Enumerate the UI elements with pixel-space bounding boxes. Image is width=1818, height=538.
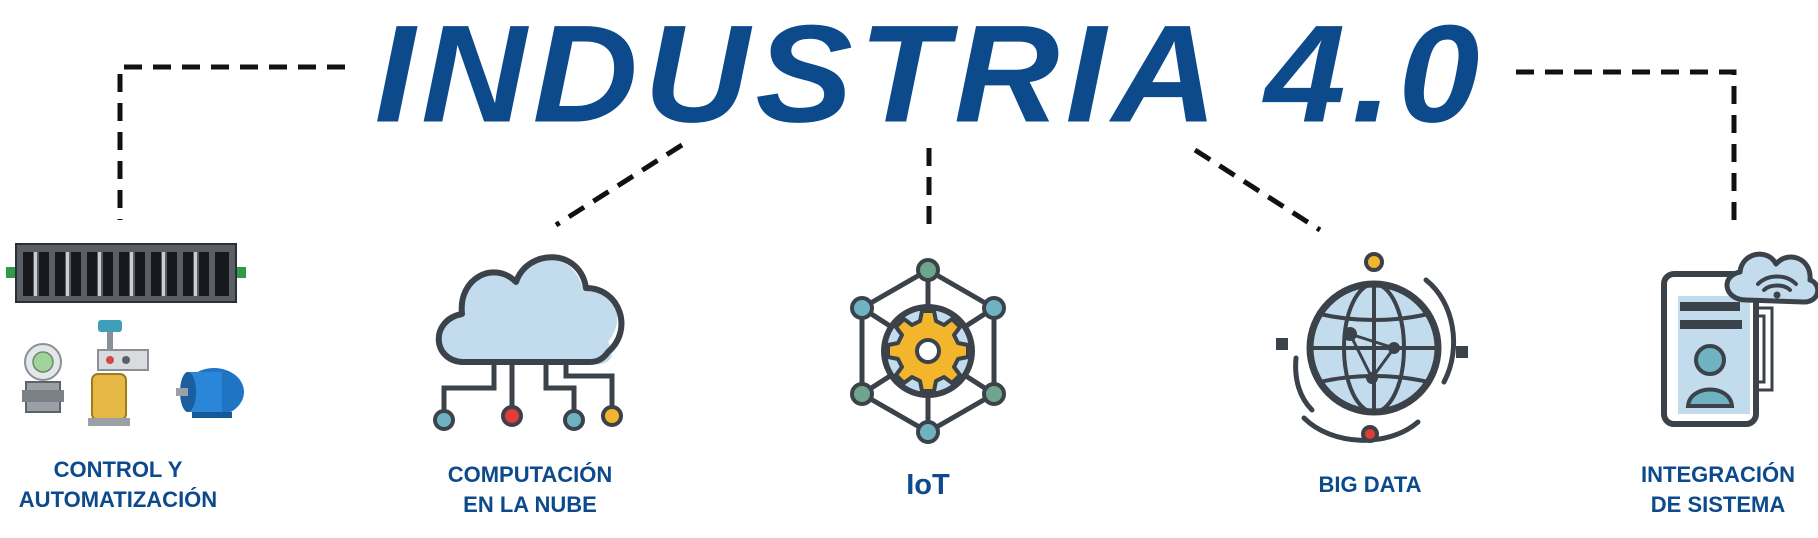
connector-bigdata — [1193, 147, 1322, 233]
connector-cloud — [554, 142, 684, 228]
pillar-label-control: CONTROL Y AUTOMATIZACIÓN — [0, 455, 236, 515]
label-line: INTEGRACIÓN — [1641, 462, 1795, 487]
label-line: DE SISTEMA — [1650, 492, 1786, 517]
cloud-computing-icon — [433, 254, 625, 431]
plc-and-field-devices-icon — [6, 243, 246, 426]
pillar-label-integration: INTEGRACIÓN DE SISTEMA — [1620, 460, 1816, 520]
connector-control — [117, 64, 345, 220]
label-line: BIG DATA — [1318, 472, 1422, 497]
connector-integration — [1516, 69, 1737, 222]
pillar-label-cloud: COMPUTACIÓN EN LA NUBE — [412, 460, 648, 520]
label-line: IoT — [906, 469, 950, 501]
iot-network-gear-icon — [850, 258, 1006, 444]
pillar-label-bigdata: BIG DATA — [1270, 470, 1470, 500]
label-line: EN LA NUBE — [463, 492, 597, 517]
label-line: COMPUTACIÓN — [447, 462, 613, 487]
main-title: INDUSTRIA 4.0 — [374, 0, 1486, 151]
globe-data-icon — [1276, 252, 1468, 443]
label-line: AUTOMATIZACIÓN — [18, 487, 218, 512]
pillar-label-iot: IoT — [828, 470, 1028, 500]
label-line: CONTROL Y — [53, 457, 183, 482]
system-integration-icon — [1661, 251, 1818, 427]
